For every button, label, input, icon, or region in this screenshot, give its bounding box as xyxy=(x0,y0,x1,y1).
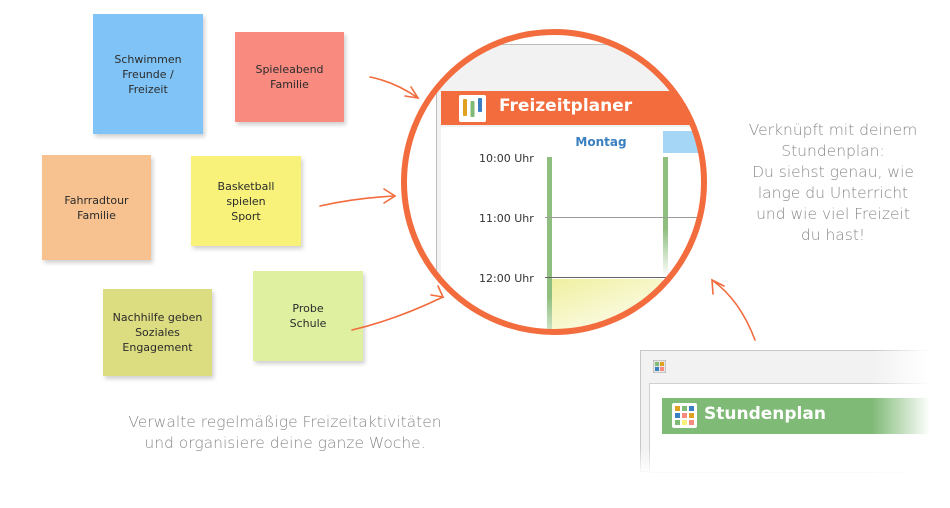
freizeitplaner-lens: Freizeitplaner Montag Di 10:00 Uhr 11:00… xyxy=(406,34,702,330)
app-icon xyxy=(446,52,459,65)
bottom-fade xyxy=(630,448,950,508)
hour-line xyxy=(545,217,702,218)
freizeitplaner-header: Freizeitplaner xyxy=(441,91,702,125)
day-header-montag[interactable]: Montag xyxy=(575,135,627,149)
note-spieleabend-text: Spieleabend Familie xyxy=(255,63,324,91)
schedule-grid: Montag Di 10:00 Uhr 11:00 Uhr 12:00 Uhr xyxy=(441,127,702,330)
note-basketball: Basketball spielen Sport xyxy=(191,156,301,246)
note-schwimmen: Schwimmen Freunde / Freizeit xyxy=(93,14,203,134)
arrow-head-4 xyxy=(711,278,725,295)
note-probe: Probe Schule xyxy=(253,271,363,361)
stundenplan-titlebar-icon xyxy=(653,360,666,373)
stundenplan-title: Stundenplan xyxy=(704,404,826,424)
stundenplan-icon xyxy=(672,403,697,428)
arrow-head-1 xyxy=(404,86,420,100)
note-basketball-text: Basketball spielen Sport xyxy=(217,179,275,223)
freizeitplaner-window: Freizeitplaner Montag Di 10:00 Uhr 11:00… xyxy=(436,44,702,330)
caption-left: Verwalte regelmäßige Freizeitaktivitäten… xyxy=(128,413,442,452)
stundenplan-header: Stundenplan xyxy=(662,398,942,434)
highlight-ring xyxy=(401,29,707,335)
note-probe-text: Probe Schule xyxy=(289,302,327,330)
note-fahrradtour: Fahrradtour Familie xyxy=(42,155,151,260)
arrow-to-planner-1 xyxy=(369,76,419,99)
time-label: 11:00 Uhr xyxy=(479,212,534,225)
time-label: 12:00 Uhr xyxy=(479,272,534,285)
arrow-head-2 xyxy=(383,188,397,204)
note-nachhilfe: Nachhilfe geben Soziales Engagement xyxy=(103,289,212,376)
caption-right: Verknüpft mit deinem Stundenplan: Du sie… xyxy=(748,121,918,244)
freizeitplaner-title: Freizeitplaner xyxy=(499,96,633,116)
planner-icon xyxy=(459,95,486,122)
slot-bar-montag xyxy=(547,157,552,330)
note-schwimmen-text: Schwimmen Freunde / Freizeit xyxy=(114,52,182,96)
hour-line xyxy=(545,277,702,278)
time-label: 10:00 Uhr xyxy=(479,152,534,165)
note-fahrradtour-text: Fahrradtour Familie xyxy=(64,193,129,222)
arrow-from-stundenplan xyxy=(711,279,756,341)
note-nachhilfe-text: Nachhilfe geben Soziales Engagement xyxy=(112,311,203,354)
arrow-to-planner-3 xyxy=(351,296,444,331)
arrow-to-planner-2 xyxy=(319,195,396,207)
note-spieleabend: Spieleabend Familie xyxy=(235,32,344,122)
